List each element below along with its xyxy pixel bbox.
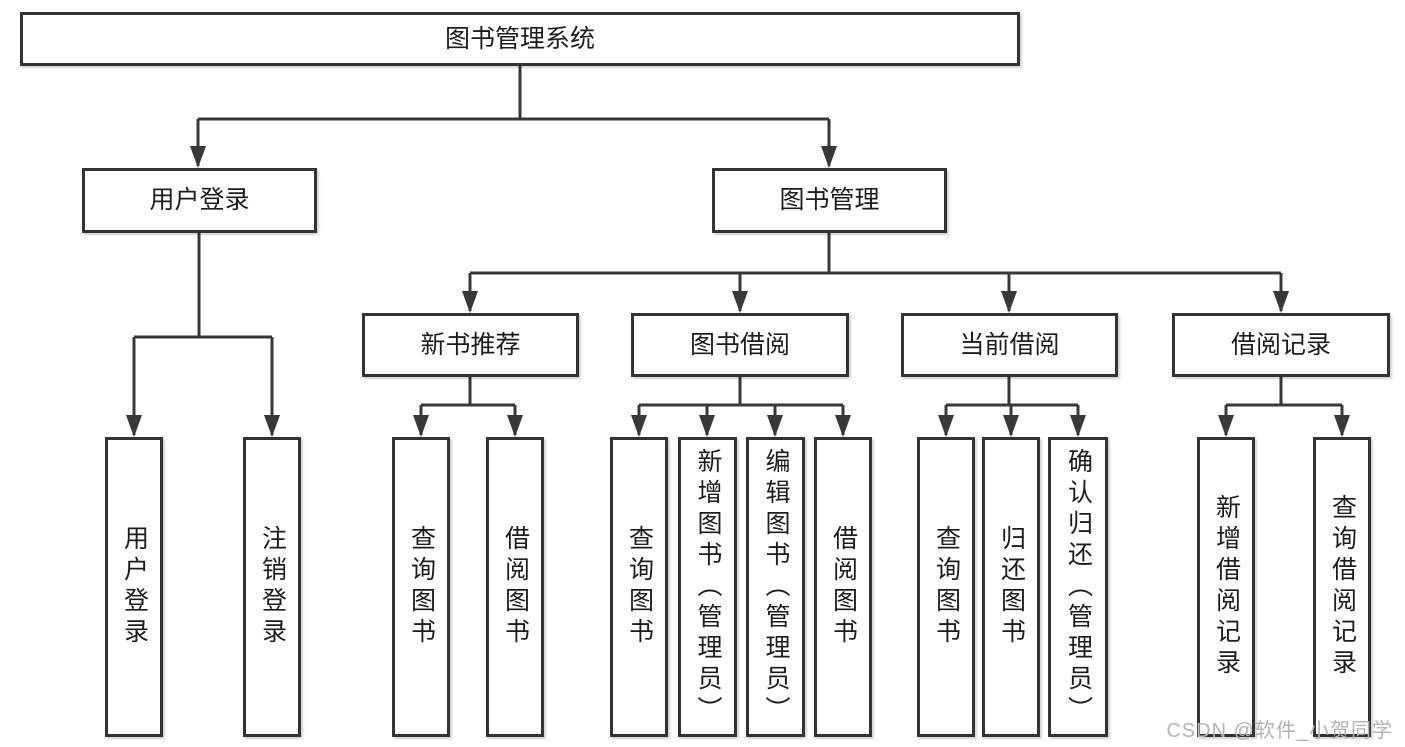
leaf-user-login: 用户登录 xyxy=(105,437,163,737)
leaf-logout: 注销登录 xyxy=(243,437,301,737)
node-user-login: 用户登录 xyxy=(82,168,317,233)
node-user-login-label: 用户登录 xyxy=(149,186,250,214)
leaf-edit-books-admin: 编辑图书（管理员） xyxy=(746,437,805,737)
node-new-book-recommend: 新书推荐 xyxy=(362,313,579,377)
leaf-edit-books-admin-label: 编辑图书（管理员） xyxy=(762,447,790,727)
leaf-query-books-borrow: 查询图书 xyxy=(610,437,668,737)
leaf-add-books-admin-label: 新增图书（管理员） xyxy=(694,447,722,727)
leaf-confirm-return-admin-label: 确认归还（管理员） xyxy=(1064,447,1093,727)
node-library-system: 图书管理系统 xyxy=(20,12,1020,66)
leaf-query-borrow-record: 查询借阅记录 xyxy=(1313,437,1371,737)
leaf-query-books-current-label: 查询图书 xyxy=(932,525,961,649)
node-book-management: 图书管理 xyxy=(712,168,947,233)
leaf-borrow-books-recommend-label: 借阅图书 xyxy=(501,525,530,649)
leaf-return-books-label: 归还图书 xyxy=(997,525,1026,649)
leaf-query-books-recommend: 查询图书 xyxy=(392,437,450,737)
node-borrow-records-label: 借阅记录 xyxy=(1230,330,1331,359)
leaf-borrow-books-recommend: 借阅图书 xyxy=(486,437,544,737)
node-book-borrow-label: 图书借阅 xyxy=(689,330,790,359)
leaf-add-borrow-record-label: 新增借阅记录 xyxy=(1212,494,1241,680)
leaf-borrow-books-label: 借阅图书 xyxy=(829,525,858,649)
leaf-add-books-admin: 新增图书（管理员） xyxy=(678,437,737,737)
node-book-management-label: 图书管理 xyxy=(779,186,880,214)
leaf-return-books: 归还图书 xyxy=(982,437,1040,737)
node-book-borrow: 图书借阅 xyxy=(631,313,849,377)
leaf-query-borrow-record-label: 查询借阅记录 xyxy=(1328,494,1357,680)
leaf-borrow-books: 借阅图书 xyxy=(814,437,872,737)
leaf-query-books-recommend-label: 查询图书 xyxy=(407,525,436,649)
node-library-system-label: 图书管理系统 xyxy=(444,24,595,53)
leaf-query-books-borrow-label: 查询图书 xyxy=(625,525,654,649)
leaf-confirm-return-admin: 确认归还（管理员） xyxy=(1048,437,1108,737)
node-borrow-records: 借阅记录 xyxy=(1172,313,1390,377)
leaf-add-borrow-record: 新增借阅记录 xyxy=(1197,437,1255,737)
node-current-borrow: 当前借阅 xyxy=(901,313,1118,377)
leaf-user-login-label: 用户登录 xyxy=(120,525,149,649)
node-current-borrow-label: 当前借阅 xyxy=(959,330,1060,359)
leaf-query-books-current: 查询图书 xyxy=(917,437,975,737)
csdn-watermark: CSDN @软件_小贺同学 xyxy=(1166,720,1393,742)
node-new-book-recommend-label: 新书推荐 xyxy=(420,330,521,359)
leaf-logout-label: 注销登录 xyxy=(258,525,287,649)
